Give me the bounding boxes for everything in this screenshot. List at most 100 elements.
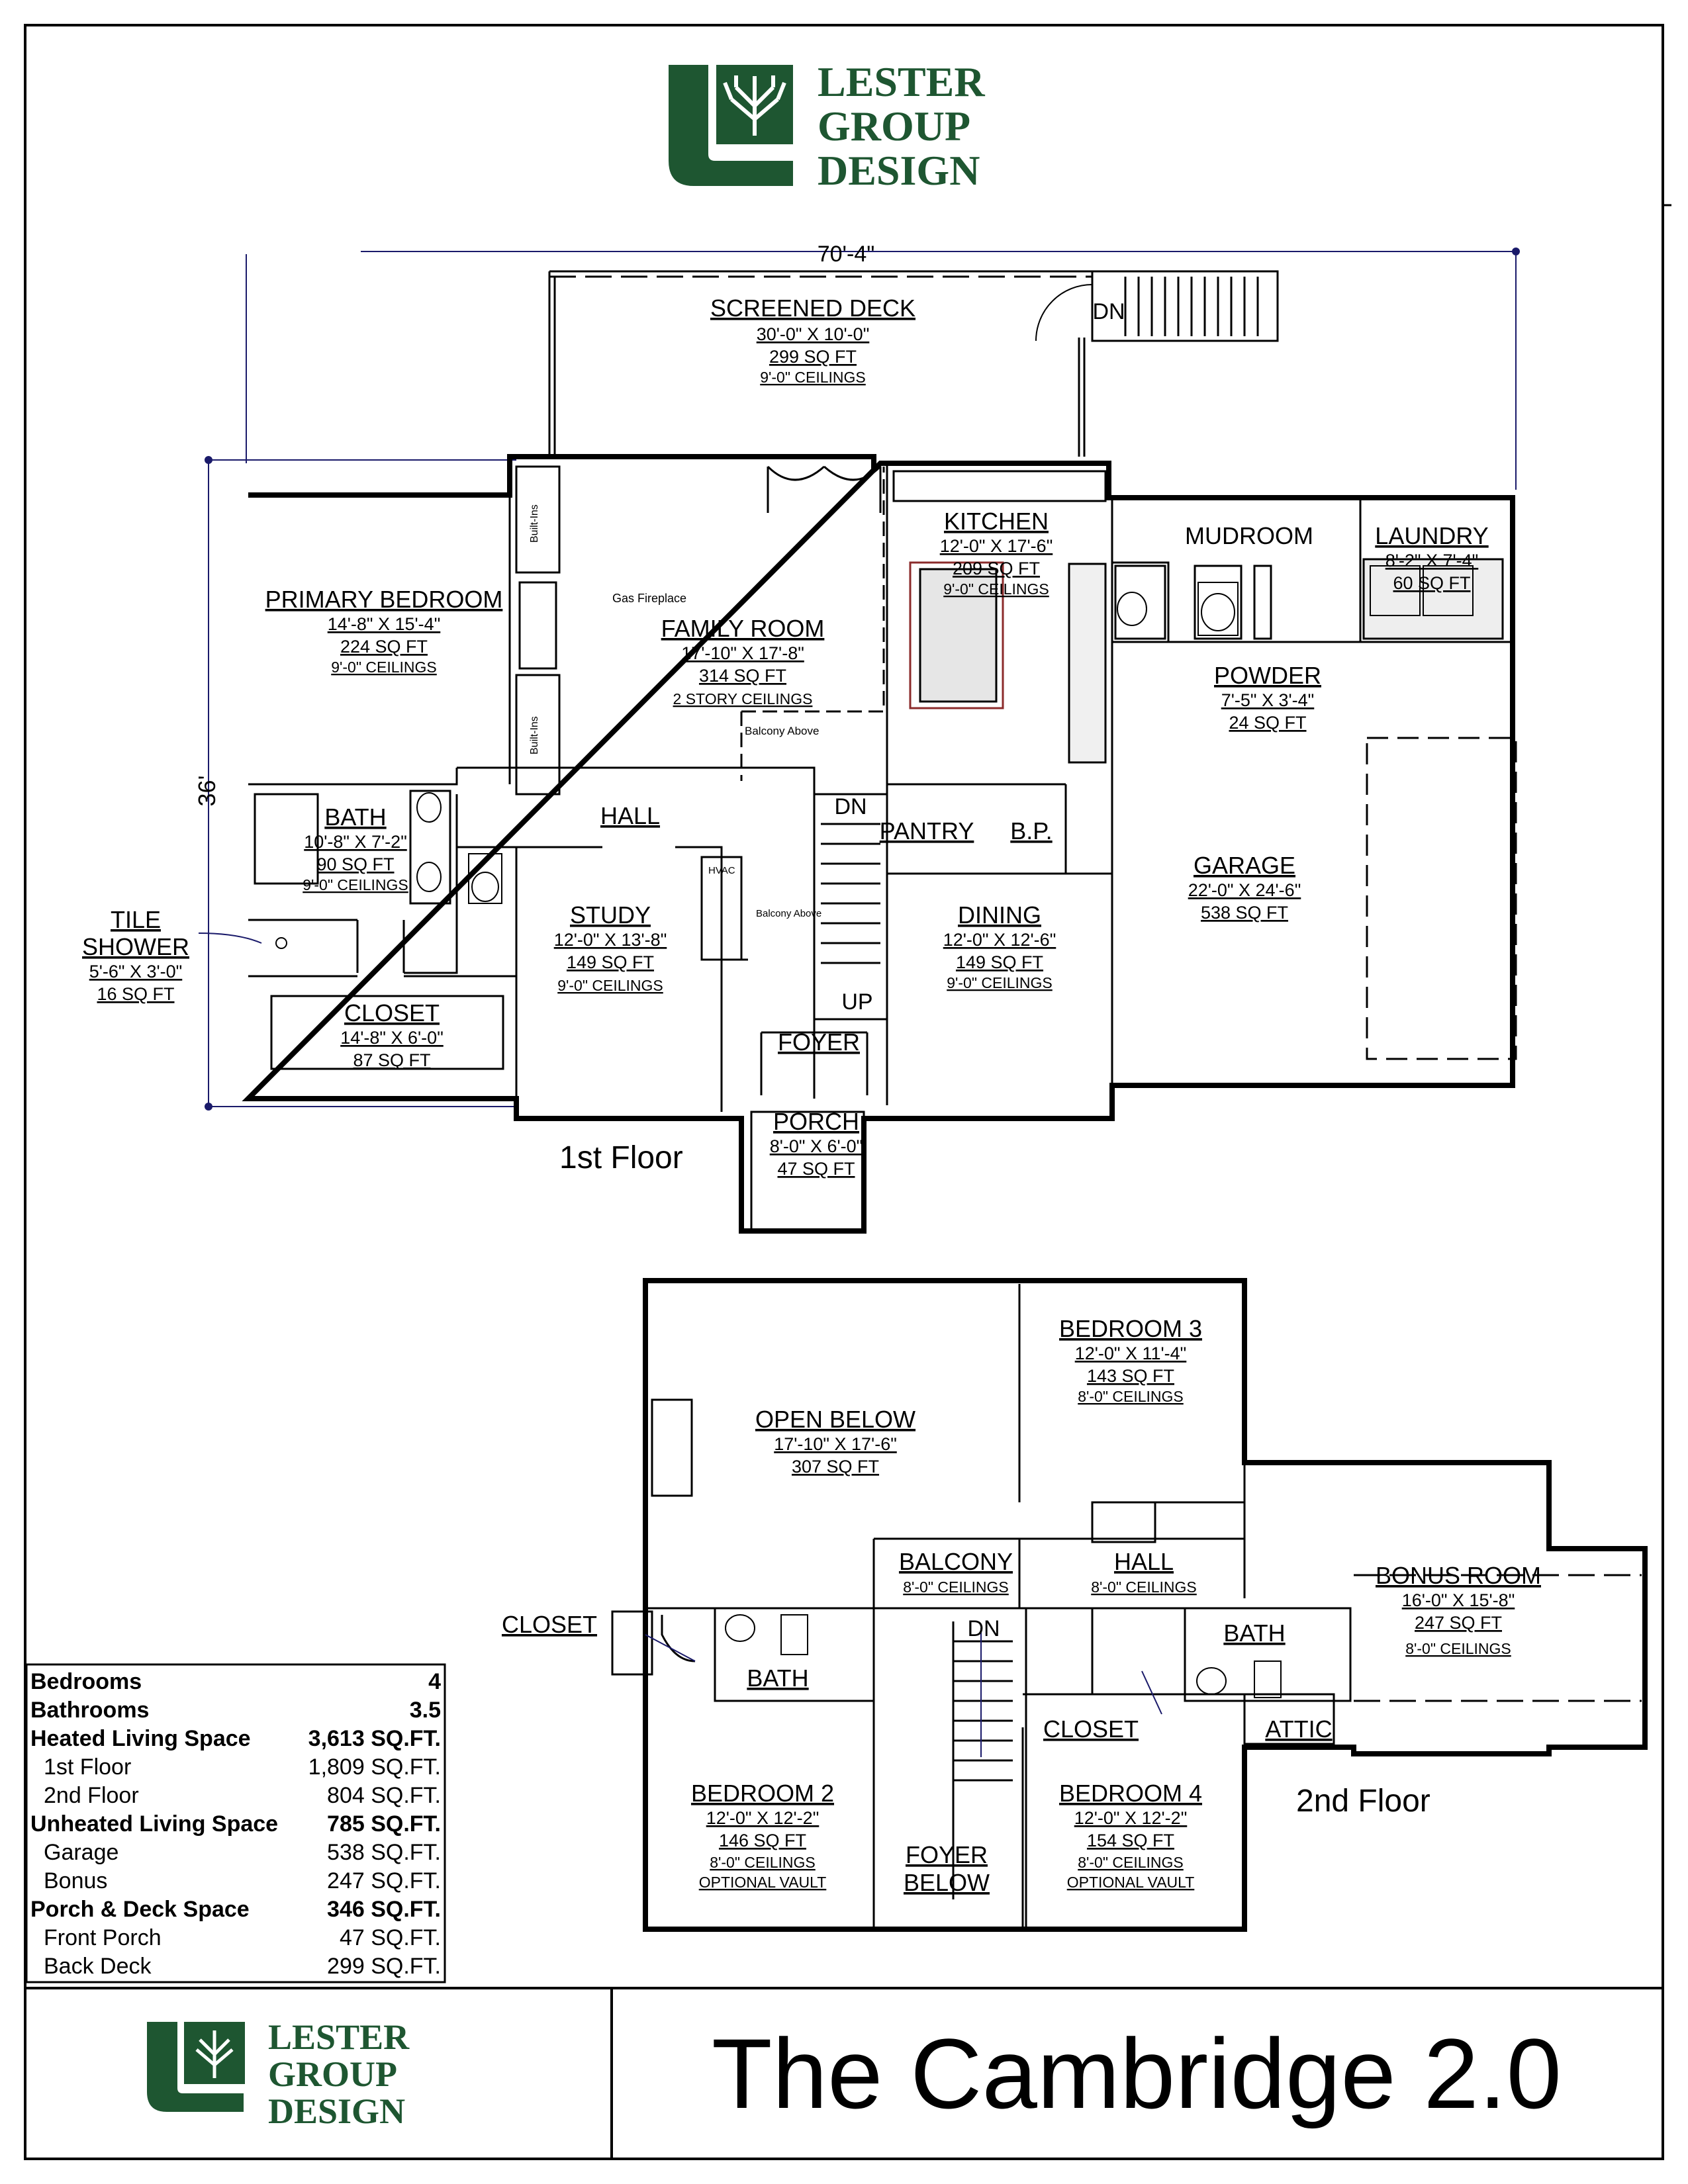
room-ceiling-study: 9'-0" CEILINGS (557, 977, 663, 994)
room-name-primary-bedroom: PRIMARY BEDROOM (265, 586, 503, 613)
brand-line3: DESIGN (818, 147, 980, 194)
summary-value: 538 SQ.FT. (327, 1840, 441, 1865)
room-dims-powder: 7'-5" X 3'-4" (1221, 690, 1315, 710)
summary-value: 3.5 (410, 1698, 441, 1723)
brand-bottom-line3: DESIGN (268, 2091, 405, 2131)
room-name-pantry: PANTRY (880, 817, 974, 844)
room-name-foyer: FOYER (778, 1028, 860, 1056)
room-name-closet-upper-left: CLOSET (502, 1611, 597, 1638)
room-name-closet: CLOSET (344, 999, 440, 1026)
room-area-bath: 90 SQ FT (316, 854, 394, 874)
room-name-attic: ATTIC (1265, 1715, 1332, 1743)
room-ceiling-family-room: 2 STORY CEILINGS (673, 690, 813, 707)
second-floor-plan: OPEN BELOW 17'-10" X 17'-6" 307 SQ FT BE… (502, 1278, 1648, 1932)
tile-shower-leader (198, 933, 262, 944)
summary-value: 1,809 SQ.FT. (308, 1754, 441, 1780)
room-dims-dining: 12'-0" X 12'-6" (943, 930, 1056, 950)
stair-label-down-upper: DN (967, 1616, 1000, 1641)
room-dims-primary-bedroom: 14'-8" X 15'-4" (328, 614, 441, 634)
note-built-ins-2: Built-Ins (529, 716, 540, 754)
summary-label: Bedrooms (30, 1669, 142, 1694)
room-name-family-room: FAMILY ROOM (661, 615, 825, 642)
overall-width-label: 70'-4" (818, 242, 875, 267)
room-name-kitchen: KITCHEN (944, 508, 1049, 535)
brand-line1: LESTER (818, 58, 985, 105)
room-dims-kitchen: 12'-0" X 17'-6" (940, 536, 1053, 556)
room-dims-closet: 14'-8" X 6'-0" (340, 1028, 444, 1048)
room-area-bedroom-3: 143 SQ FT (1087, 1366, 1174, 1386)
summary-label: Unheated Living Space (30, 1811, 278, 1837)
stair-label-up: UP (841, 989, 872, 1015)
room-area-screened-deck: 299 SQ FT (769, 347, 857, 367)
room-ceiling-bedroom-3: 8'-0" CEILINGS (1078, 1388, 1184, 1405)
summary-value: 804 SQ.FT. (327, 1783, 441, 1808)
room-area-family-room: 314 SQ FT (699, 666, 786, 686)
summary-label: Bonus (44, 1868, 107, 1893)
note-built-ins-1: Built-Ins (529, 504, 540, 543)
screened-deck-outline (548, 270, 1279, 457)
room-dims-study: 12'-0" X 13'-8" (554, 930, 667, 950)
second-floor-exterior-walls (643, 1278, 1648, 1932)
room-dims-bonus-room: 16'-0" X 15'-8" (1402, 1590, 1515, 1610)
room-name-hall: HALL (600, 802, 660, 829)
room-dims-open-below: 17'-10" X 17'-6" (774, 1434, 897, 1454)
note-balcony-above: Balcony Above (745, 725, 819, 737)
room-name-bath-upper-right: BATH (1223, 1619, 1285, 1647)
room-dims-family-room: 17'-10" X 17'-8" (681, 643, 804, 663)
room-name-shower: SHOWER (82, 933, 189, 960)
room-name-laundry: LAUNDRY (1375, 522, 1488, 549)
room-extra-bedroom-2: OPTIONAL VAULT (699, 1874, 827, 1891)
summary-label: Heated Living Space (30, 1726, 251, 1751)
summary-label: Bathrooms (30, 1698, 149, 1723)
summary-value: 4 (428, 1669, 441, 1694)
brand-bottom-line1: LESTER (268, 2017, 410, 2057)
room-ceiling-hall-upper: 8'-0" CEILINGS (1091, 1578, 1197, 1596)
room-name-butler-pantry: B.P. (1010, 817, 1052, 844)
room-ceiling-balcony: 8'-0" CEILINGS (903, 1578, 1009, 1596)
closet-leader-left (645, 1634, 696, 1662)
note-gas-fireplace: Gas Fireplace (612, 592, 686, 605)
room-name-closet-upper-right: CLOSET (1043, 1715, 1139, 1743)
room-dims-bedroom-2: 12'-0" X 12'-2" (706, 1808, 820, 1828)
brand-logo-top: LESTER GROUP DESIGN (669, 58, 985, 194)
room-area-bedroom-2: 146 SQ FT (719, 1831, 806, 1850)
room-area-study: 149 SQ FT (567, 952, 654, 972)
room-ceiling-bath: 9'-0" CEILINGS (303, 876, 408, 893)
room-ceiling-kitchen: 9'-0" CEILINGS (943, 580, 1049, 598)
room-area-bedroom-4: 154 SQ FT (1087, 1831, 1174, 1850)
room-name-powder: POWDER (1214, 662, 1321, 689)
summary-value: 346 SQ.FT. (327, 1897, 441, 1922)
tree-icon-bottom (195, 2030, 234, 2078)
room-ceiling-bedroom-2: 8'-0" CEILINGS (710, 1854, 816, 1871)
room-name-foyer-below-2: BELOW (904, 1869, 990, 1896)
room-area-garage: 538 SQ FT (1201, 903, 1288, 923)
first-floor-room-labels: SCREENED DECK 30'-0" X 10'-0" 299 SQ FT … (82, 295, 1489, 1179)
room-name-foyer-below: FOYER (906, 1841, 988, 1868)
room-name-bath-upper-left: BATH (747, 1664, 808, 1692)
room-ceiling-primary-bedroom: 9'-0" CEILINGS (331, 659, 437, 676)
closet-leader-right (1141, 1670, 1162, 1715)
note-hvac: HVAC (708, 865, 735, 876)
note-balcony-above-2: Balcony Above (756, 908, 821, 919)
room-dims-bedroom-4: 12'-0" X 12'-2" (1074, 1808, 1188, 1828)
second-floor-label: 2nd Floor (1296, 1784, 1430, 1819)
stair-label-down: DN (834, 794, 867, 819)
room-name-bedroom-2: BEDROOM 2 (691, 1780, 834, 1807)
room-name-balcony: BALCONY (899, 1548, 1013, 1575)
overall-depth-label: 36' (193, 776, 220, 807)
room-dims-screened-deck: 30'-0" X 10'-0" (757, 324, 870, 344)
room-area-tile-shower: 16 SQ FT (97, 984, 174, 1004)
summary-value: 3,613 SQ.FT. (308, 1726, 441, 1751)
first-floor-plan: 70'-4" 36' (82, 242, 1520, 1234)
logo-l-shape (669, 65, 793, 186)
room-ceiling-bonus-room: 8'-0" CEILINGS (1405, 1640, 1511, 1657)
brand-logo-bottom: LESTER GROUP DESIGN (147, 2017, 410, 2131)
first-floor-label: 1st Floor (559, 1140, 683, 1175)
summary-value: 247 SQ.FT. (327, 1868, 441, 1893)
room-dims-bath: 10'-8" X 7'-2" (304, 832, 407, 852)
summary-label: Back Deck (44, 1954, 152, 1979)
summary-value: 47 SQ.FT. (340, 1925, 441, 1950)
